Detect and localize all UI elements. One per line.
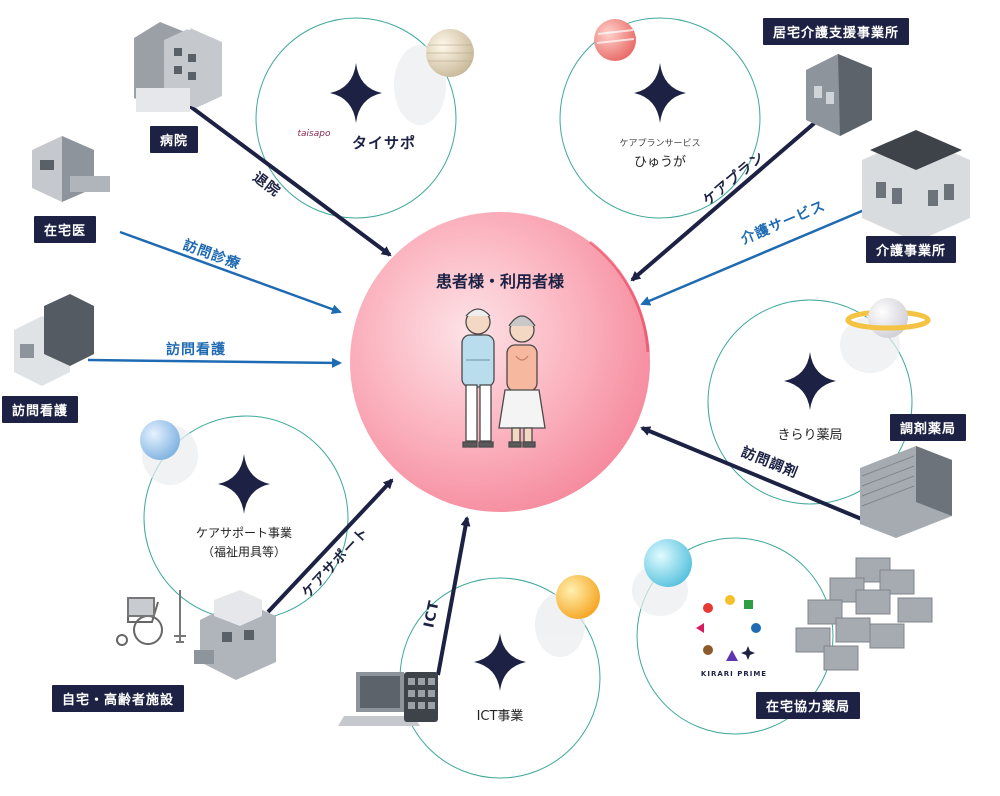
laptop-tablet-icon [338,672,438,726]
sparkle-icon [634,63,686,123]
label-care-office: 介護事業所 [866,236,957,263]
caresupport-line1[interactable]: ケアサポート事業 [195,526,292,540]
center-title: 患者様・利用者様 [435,272,564,291]
arrow-careplan [630,118,820,282]
kirari-name[interactable]: きらり薬局 [777,428,843,443]
sparkle-icons [218,63,836,691]
label-home-facility: 自宅・高齢者施設 [52,685,185,712]
arrow-ict [436,516,471,676]
edge-label-visitnurse: 訪問看護 [166,342,226,358]
hyuga-name[interactable]: ひゅうが [633,155,686,170]
label-visit-nursing: 訪問看護 [2,396,79,423]
building-home-facility-icon [194,590,276,680]
taisapo-logo[interactable]: タイサポ [351,134,416,152]
building-home-doctor-icon [32,136,110,202]
arrow-caresupport [266,478,394,614]
planet-cyan-icon [644,539,692,587]
ict-name[interactable]: ICT事業 [476,709,524,724]
building-care-manager-icon [806,54,872,136]
connection-arrows [87,93,889,676]
label-care-manager: 居宅介護支援事業所 [763,18,910,45]
label-hospital: 病院 [150,126,199,153]
label-partner-pharmacy: 在宅協力薬局 [756,692,861,719]
decorative-planets [140,19,931,619]
planet-blue-icon [140,420,180,460]
arrow-careservice [640,198,889,306]
arrow-discharge [173,93,392,257]
sparkle-icon [474,633,526,691]
patients-illustration-icon [461,308,546,448]
label-dispensing: 調剤薬局 [890,414,967,441]
svg-text:✚: ✚ [184,19,194,33]
hyuga-sub: ケアプランサービス [619,139,701,149]
arrow-homevisit [119,230,342,314]
building-partner-pharmacies-icon [795,557,933,671]
sparkle-icon [784,352,836,410]
kirari-prime-logo-icon [696,595,761,661]
building-dispensing-pharmacy-icon [860,446,952,538]
center-circle [350,212,650,512]
arrow-visitnurse [87,357,342,368]
building-care-office-icon [862,130,970,242]
building-hospital-icon: ✚ [134,19,222,112]
prime-name[interactable]: KIRARI PRIME [700,670,768,678]
sparkle-icon [218,454,270,514]
wheelchair-icon [116,590,186,646]
planet-orange-icon [556,575,600,619]
label-home-doctor: 在宅医 [34,216,97,243]
taisapo-logo-small: taisapo [297,129,331,139]
planet-red-icon [594,19,636,61]
caresupport-line2: （福祉用具等） [201,545,286,559]
sparkle-icon [330,63,382,123]
arrow-visitdispensing [640,426,865,522]
building-visit-nursing-icon [14,294,94,386]
